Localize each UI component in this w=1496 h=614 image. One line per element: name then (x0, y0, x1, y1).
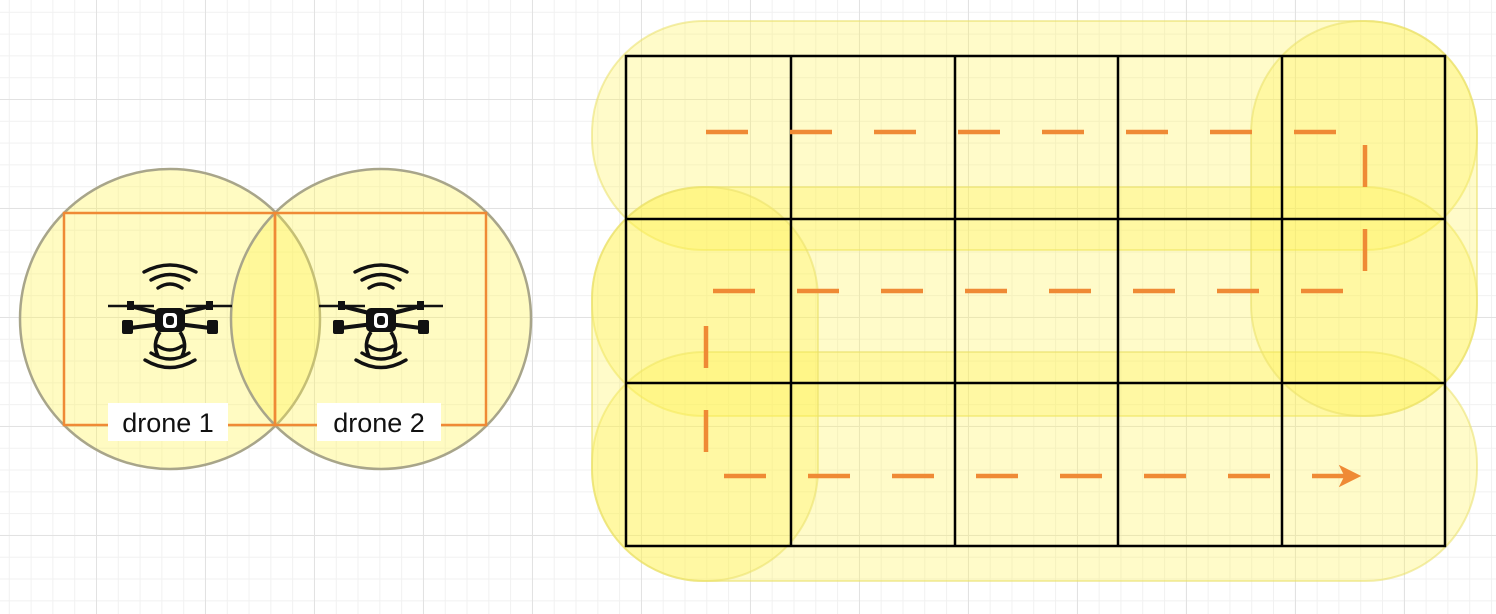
drone-2-label: drone 2 (333, 408, 425, 438)
drone-2-label-bg (317, 403, 441, 441)
grid-cells (624, 54, 1447, 548)
drone-1-label: drone 1 (122, 408, 214, 438)
drone-1-label-bg (108, 403, 228, 441)
coverage-grid-group (591, 20, 1478, 582)
flight-path-arrow (703, 129, 1368, 488)
drone-coverage-group: drone 1 drone 2 (18, 167, 533, 471)
grid-outline (624, 54, 1447, 548)
